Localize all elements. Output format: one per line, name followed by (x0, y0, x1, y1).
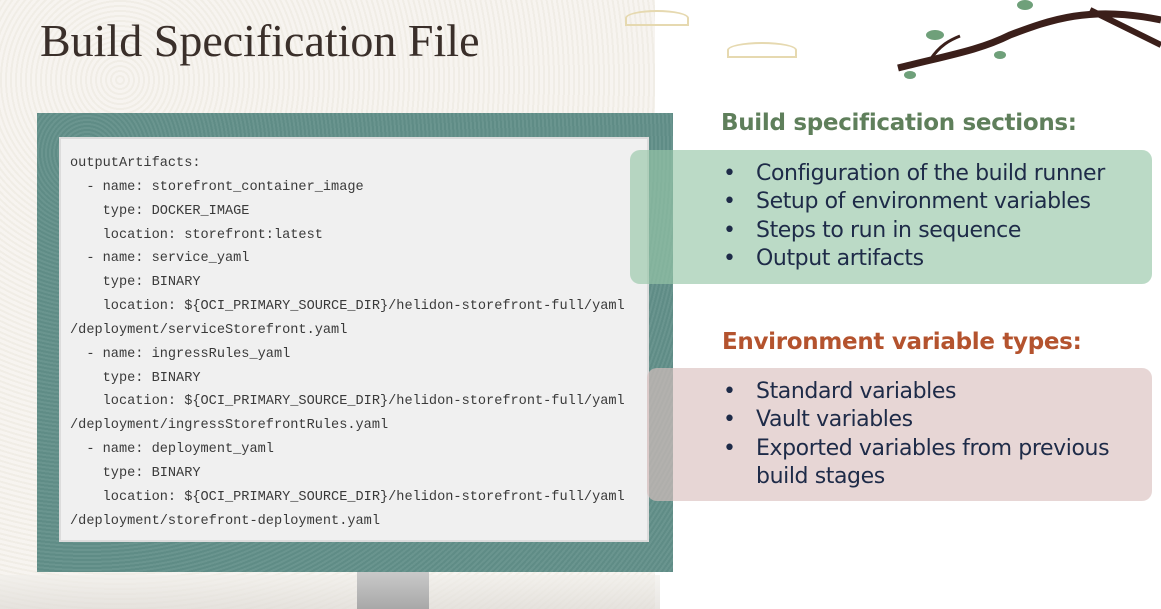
monitor-shadow (0, 575, 660, 609)
sections-heading: Build specification sections: (721, 110, 1077, 136)
code-line: - name: service_yaml (70, 251, 250, 267)
code-line: - name: storefront_container_image (70, 179, 364, 195)
list-item: Steps to run in sequence (723, 217, 1105, 246)
code-line: /deployment/ingressStorefrontRules.yaml (70, 418, 389, 434)
code-line: /deployment/storefront-deployment.yaml (70, 513, 380, 529)
code-line: type: BINARY (70, 275, 201, 291)
list-item: Configuration of the build runner (723, 160, 1105, 189)
code-panel: outputArtifacts: - name: storefront_cont… (59, 137, 649, 542)
cloud-decoration (625, 10, 689, 26)
sections-list: Configuration of the build runner Setup … (723, 160, 1105, 273)
monitor-stand (357, 572, 429, 609)
list-item: Exported variables from previous build s… (723, 435, 1123, 492)
list-item: Standard variables (723, 378, 1123, 407)
list-item: Setup of environment variables (723, 188, 1105, 217)
tree-branch-illustration (897, 0, 1161, 79)
code-line: outputArtifacts: (70, 156, 201, 171)
env-types-list: Standard variables Vault variables Expor… (723, 378, 1123, 491)
list-item: Vault variables (723, 406, 1123, 435)
code-line: type: BINARY (70, 370, 201, 386)
list-item: Output artifacts (723, 245, 1105, 274)
code-block: outputArtifacts: - name: storefront_cont… (70, 152, 625, 534)
code-line: location: ${OCI_PRIMARY_SOURCE_DIR}/heli… (70, 299, 625, 315)
code-line: type: BINARY (70, 465, 201, 481)
code-line: location: storefront:latest (70, 227, 323, 243)
code-line: type: DOCKER_IMAGE (70, 203, 250, 219)
code-line: /deployment/serviceStorefront.yaml (70, 322, 348, 338)
code-line: location: ${OCI_PRIMARY_SOURCE_DIR}/heli… (70, 394, 625, 410)
code-line: - name: deployment_yaml (70, 442, 274, 458)
code-line: - name: ingressRules_yaml (70, 346, 291, 362)
cloud-decoration (727, 42, 797, 58)
env-types-heading: Environment variable types: (722, 329, 1082, 355)
slide-title: Build Specification File (40, 15, 480, 66)
code-line: location: ${OCI_PRIMARY_SOURCE_DIR}/heli… (70, 489, 625, 505)
